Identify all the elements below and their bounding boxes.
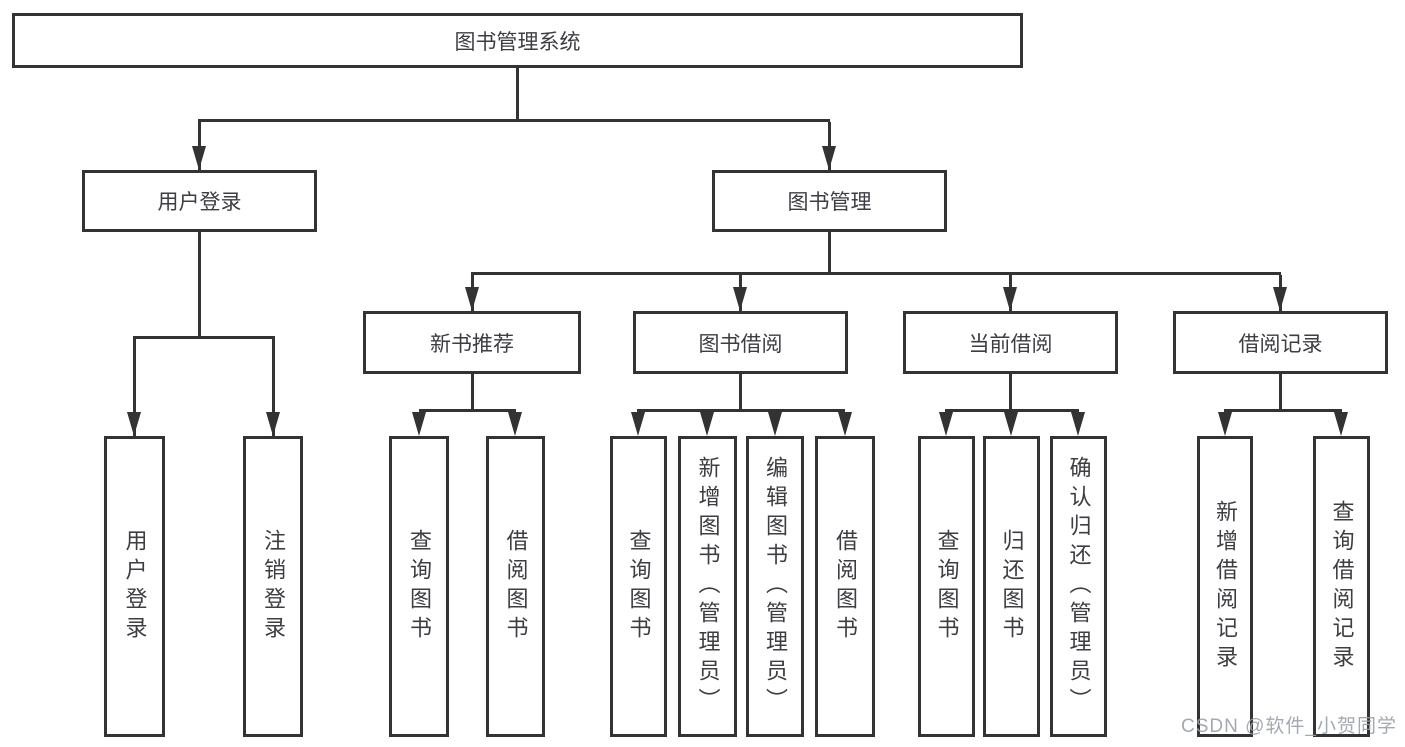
arrow-down-icon bbox=[192, 146, 206, 170]
arrow-down-icon bbox=[508, 412, 522, 436]
connector-line bbox=[198, 119, 830, 122]
node-current-borrow: 当前借阅 bbox=[903, 311, 1118, 374]
leaf-label: 借阅图书 bbox=[503, 528, 529, 645]
arrow-down-icon bbox=[838, 412, 852, 436]
arrow-down-icon bbox=[1273, 287, 1287, 311]
connector-line bbox=[272, 339, 275, 436]
leaf-add-borrow-record: 新增借阅记录 bbox=[1197, 436, 1253, 737]
node-user-login: 用户登录 bbox=[82, 170, 317, 232]
connector-line bbox=[1279, 374, 1282, 412]
leaf-query-books-2: 查询图书 bbox=[610, 436, 667, 737]
leaf-label: 用户登录 bbox=[122, 528, 148, 645]
connector-line bbox=[419, 409, 516, 412]
arrow-down-icon bbox=[939, 412, 953, 436]
connector-line bbox=[133, 339, 136, 436]
connector-line bbox=[516, 68, 519, 122]
leaf-label: 借阅图书 bbox=[833, 528, 858, 645]
leaf-query-books-1: 查询图书 bbox=[389, 436, 449, 737]
arrow-down-icon bbox=[733, 287, 747, 311]
leaf-query-borrow-record: 查询借阅记录 bbox=[1313, 436, 1370, 737]
arrow-down-icon bbox=[1218, 412, 1232, 436]
leaf-query-books-3: 查询图书 bbox=[918, 436, 975, 737]
leaf-label: 确认归还（管理员） bbox=[1066, 456, 1092, 717]
connector-line bbox=[739, 374, 742, 412]
node-current-borrow-label: 当前借阅 bbox=[968, 332, 1053, 356]
connector-line bbox=[471, 272, 1281, 275]
arrow-down-icon bbox=[768, 412, 782, 436]
leaf-label: 归还图书 bbox=[999, 528, 1025, 645]
arrow-down-icon bbox=[822, 146, 836, 170]
leaf-logout: 注销登录 bbox=[243, 436, 303, 737]
arrow-down-icon bbox=[1334, 412, 1348, 436]
node-root: 图书管理系统 bbox=[12, 13, 1023, 68]
leaf-label: 查询图书 bbox=[626, 528, 652, 645]
leaf-confirm-return-admin: 确认归还（管理员） bbox=[1050, 436, 1107, 737]
leaf-label: 新增借阅记录 bbox=[1213, 499, 1238, 674]
connector-line bbox=[828, 232, 831, 275]
arrow-down-icon bbox=[1004, 412, 1018, 436]
node-user-login-label: 用户登录 bbox=[157, 191, 242, 214]
node-book-management-label: 图书管理 bbox=[787, 191, 872, 214]
arrow-down-icon bbox=[127, 412, 141, 436]
leaf-edit-books-admin: 编辑图书（管理员） bbox=[746, 436, 804, 737]
connector-line bbox=[198, 232, 201, 339]
node-book-management: 图书管理 bbox=[712, 170, 947, 232]
node-borrow-records: 借阅记录 bbox=[1173, 311, 1388, 374]
arrow-down-icon bbox=[266, 412, 280, 436]
leaf-borrow-books-2: 借阅图书 bbox=[815, 436, 875, 737]
arrow-down-icon bbox=[465, 287, 479, 311]
connector-line bbox=[471, 374, 474, 412]
arrow-down-icon bbox=[412, 412, 426, 436]
leaf-label: 新增图书（管理员） bbox=[695, 456, 721, 717]
leaf-label: 编辑图书（管理员） bbox=[763, 456, 788, 717]
leaf-label: 查询图书 bbox=[407, 528, 432, 645]
leaf-user-login: 用户登录 bbox=[104, 436, 165, 737]
arrow-down-icon bbox=[1003, 287, 1017, 311]
arrow-down-icon bbox=[700, 412, 714, 436]
leaf-label: 注销登录 bbox=[261, 528, 286, 645]
node-new-book-recommend: 新书推荐 bbox=[363, 311, 581, 374]
node-book-borrow: 图书借阅 bbox=[633, 311, 848, 374]
connector-line bbox=[637, 409, 845, 412]
node-root-label: 图书管理系统 bbox=[454, 30, 581, 54]
watermark: CSDN @软件_小贺同学 bbox=[1181, 716, 1397, 737]
leaf-label: 查询图书 bbox=[934, 528, 960, 645]
node-borrow-records-label: 借阅记录 bbox=[1238, 332, 1323, 356]
connector-line bbox=[1224, 409, 1342, 412]
leaf-add-books-admin: 新增图书（管理员） bbox=[678, 436, 737, 737]
connector-line bbox=[133, 336, 275, 339]
leaf-borrow-books-1: 借阅图书 bbox=[486, 436, 545, 737]
arrow-down-icon bbox=[1071, 412, 1085, 436]
connector-line bbox=[1009, 374, 1012, 412]
leaf-label: 查询借阅记录 bbox=[1329, 499, 1355, 674]
node-book-borrow-label: 图书借阅 bbox=[698, 332, 783, 356]
node-new-book-recommend-label: 新书推荐 bbox=[430, 332, 514, 356]
arrow-down-icon bbox=[631, 412, 645, 436]
connector-line bbox=[945, 409, 1079, 412]
leaf-return-books: 归还图书 bbox=[983, 436, 1040, 737]
